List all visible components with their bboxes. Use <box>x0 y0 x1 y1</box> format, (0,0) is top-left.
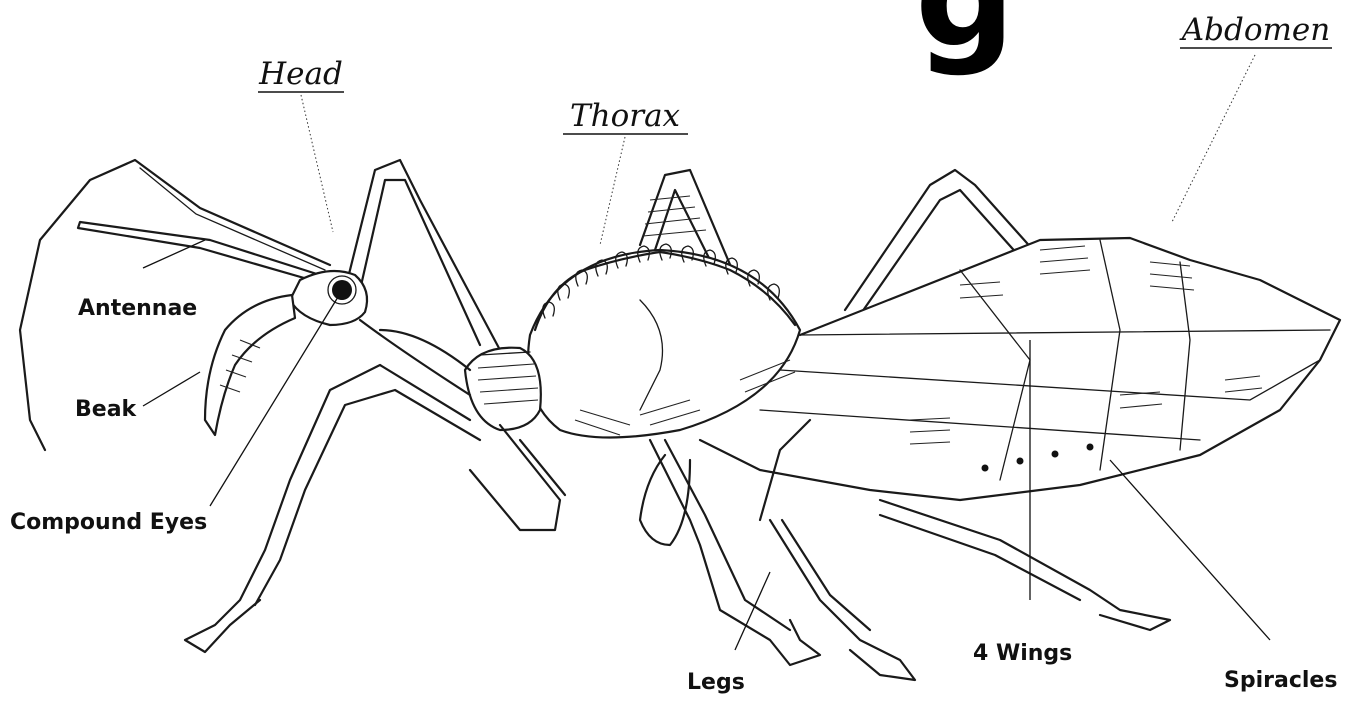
title-fragment: g <box>915 0 1015 79</box>
thorax-label: Thorax <box>570 98 681 134</box>
abdomen-label: Abdomen <box>1179 12 1330 48</box>
head-label: Head <box>258 56 343 92</box>
legs-label: Legs <box>687 670 745 695</box>
part-labels: Head Thorax Abdomen <box>258 12 1332 134</box>
antennae-label: Antennae <box>78 296 197 321</box>
compound-eyes-label: Compound Eyes <box>10 510 207 535</box>
eye-drawing <box>332 280 352 300</box>
spiracles-label: Spiracles <box>1224 668 1337 693</box>
beak-label: Beak <box>75 397 138 422</box>
head-drawing <box>290 271 367 325</box>
neck-drawing <box>360 320 541 430</box>
insect-drawing <box>20 160 1340 680</box>
beak-drawing <box>205 295 295 435</box>
wings-label: 4 Wings <box>973 641 1072 666</box>
leg-hatching <box>643 196 706 236</box>
